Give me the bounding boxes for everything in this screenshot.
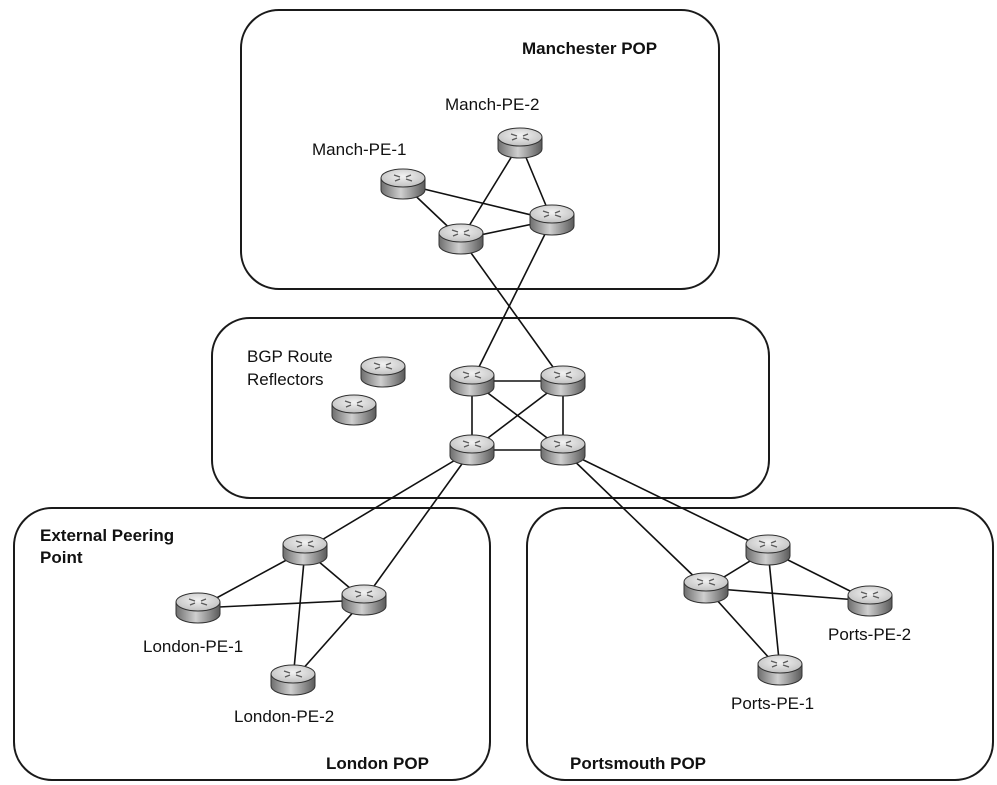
router-icon-manchB[interactable] xyxy=(529,204,575,236)
router-icon-rr2[interactable] xyxy=(331,394,377,426)
router-icon-coreBL[interactable] xyxy=(449,434,495,466)
manch-pe-2-label: Manch-PE-2 xyxy=(445,95,539,114)
bgp-route-reflectors-label-line2: Reflectors xyxy=(247,370,324,389)
router-icon-portA[interactable] xyxy=(745,534,791,566)
manch-pe-1-label: Manch-PE-1 xyxy=(312,140,406,159)
router-icon-lonA[interactable] xyxy=(282,534,328,566)
router-icon-manchA[interactable] xyxy=(438,223,484,255)
router-icon-portPE2[interactable] xyxy=(847,585,893,617)
link-coreBL-lonB xyxy=(363,449,473,601)
router-icon-lonPE1[interactable] xyxy=(175,592,221,624)
ports-pe-1-label: Ports-PE-1 xyxy=(731,694,814,713)
london-pop-box xyxy=(13,507,491,781)
link-portB-portPE2 xyxy=(705,587,871,602)
london-pe-2-label: London-PE-2 xyxy=(234,707,334,726)
router-icon-manchPE1[interactable] xyxy=(380,168,426,200)
link-coreBR-portA xyxy=(562,449,769,551)
link-lonB-lonPE1 xyxy=(197,599,365,609)
router-icon-coreTR[interactable] xyxy=(540,365,586,397)
router-icon-lonB[interactable] xyxy=(341,584,387,616)
router-icon-lonPE2[interactable] xyxy=(270,664,316,696)
router-icon-rr1[interactable] xyxy=(360,356,406,388)
link-lonA-lonPE2 xyxy=(292,549,306,681)
manchester-pop-box xyxy=(240,9,720,290)
router-icon-manchPE2[interactable] xyxy=(497,127,543,159)
portsmouth-pop-label: Portsmouth POP xyxy=(570,754,706,773)
manchester-pop-label: Manchester POP xyxy=(522,39,657,58)
link-coreBL-lonA xyxy=(304,449,473,551)
router-icon-coreBR[interactable] xyxy=(540,434,586,466)
router-icon-coreTL[interactable] xyxy=(449,365,495,397)
link-manchA-coreTR xyxy=(460,238,564,382)
ports-pe-2-label: Ports-PE-2 xyxy=(828,625,911,644)
external-peering-point-label-line1: External Peering xyxy=(40,526,174,545)
link-manchPE1-manchB xyxy=(402,183,553,221)
external-peering-point-label-line2: Point xyxy=(40,548,83,567)
london-pe-1-label: London-PE-1 xyxy=(143,637,243,656)
bgp-route-reflectors-label-line1: BGP Route xyxy=(247,347,333,366)
link-coreBR-portB xyxy=(562,449,707,589)
routers-group xyxy=(175,127,893,696)
router-icon-portPE1[interactable] xyxy=(757,654,803,686)
link-manchB-coreTL xyxy=(471,219,553,382)
link-portA-portPE1 xyxy=(767,549,781,671)
portsmouth-pop-box xyxy=(526,507,994,781)
london-pop-label: London POP xyxy=(326,754,429,773)
core-pop-box xyxy=(211,317,770,499)
router-icon-portB[interactable] xyxy=(683,572,729,604)
link-manchPE2-manchA xyxy=(460,142,521,240)
